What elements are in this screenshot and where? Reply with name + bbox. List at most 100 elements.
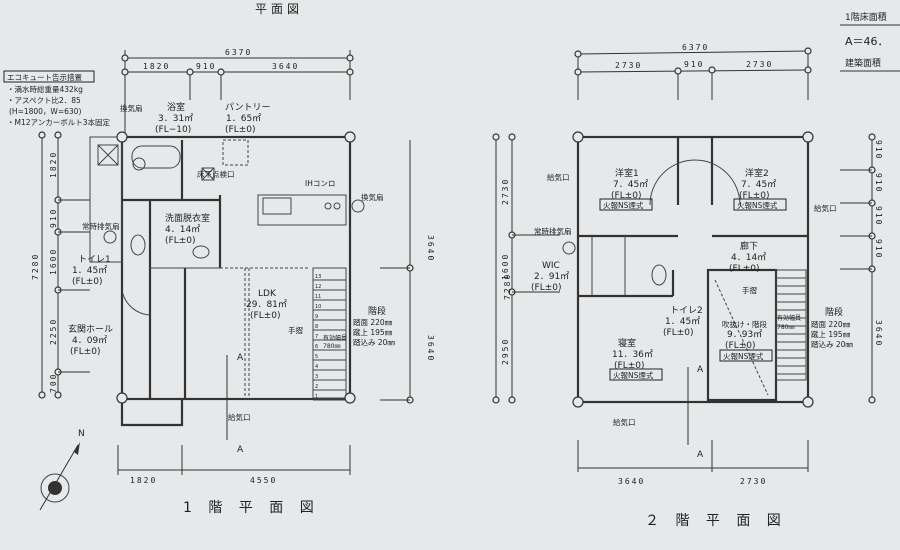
ecocute-note-line: ・アスペクト比2．85 [7,95,81,105]
stair-step-number: 1 [315,394,318,400]
dim-left-seg: 1600 [501,253,510,280]
stair-width-label: 有効幅員 [777,314,801,322]
svg-text:(FL±0): (FL±0) [72,277,102,287]
dim-left-seg: 2730 [501,178,510,205]
dim-left-seg: 2950 [501,338,510,365]
room-label: 浴室 3．31㎡ (FL−10) [155,101,193,135]
svg-text:浴室: 浴室 [167,101,185,113]
stair-step-number: 9 [315,314,318,320]
stair-step-number: 5 [315,354,318,360]
room-label: トイレ2 1．45㎡ (FL±0) [663,306,703,338]
stair-spec: 階段 踏面 220㎜ 蹴上 195㎜ 踏込み 20㎜ [811,306,853,349]
room-label: 吹抜け・階段 9．93㎡ (FL±0) 火報NS煙式 [719,319,773,362]
svg-text:寝室: 寝室 [618,337,636,349]
svg-text:トイレ1: トイレ1 [78,255,111,265]
svg-text:踏面 220㎜: 踏面 220㎜ [811,319,851,329]
dim-left-total: 7280 [31,253,40,280]
svg-text:玄関ホール: 玄関ホール [68,323,113,335]
stair-step-number: 10 [315,304,321,310]
north-compass-icon: N [39,429,85,511]
dim-top-seg: 3640 [272,62,299,71]
room-label: 洋室2 7．45㎡ (FL±0) 火報NS煙式 [733,167,787,211]
room-label: 洋室1 7．45㎡ (FL±0) 火報NS煙式 [599,167,653,211]
svg-text:洋室1: 洋室1 [615,167,639,179]
svg-text:(FL±0): (FL±0) [614,361,644,371]
ecocute-note-line: ・M12アンカーボルト3本固定 [7,117,110,127]
svg-text:トイレ2: トイレ2 [670,306,703,316]
svg-text:(FL±0): (FL±0) [663,328,693,338]
section-mark: A [697,450,704,460]
svg-text:階段: 階段 [368,305,386,317]
svg-text:4．14㎡: 4．14㎡ [731,252,766,263]
stair-step-number: 8 [315,324,318,330]
room-label: 玄関ホール 4．09㎡ (FL±0) [68,323,113,357]
compass-north-label: N [78,429,85,439]
dim-bottom: 2730 [740,477,767,486]
air-intake-label: 給気口 [228,412,251,422]
area-table: 1階床面積 A＝46． 建築面積 [840,11,900,72]
svg-text:LDK: LDK [258,289,277,299]
room-label: パントリー 1．65㎡ (FL±0) [225,102,270,135]
svg-text:(FL±0): (FL±0) [611,191,641,201]
svg-text:4．14㎡: 4．14㎡ [165,224,200,235]
constant-exhaust-label: 常時排気扇 [82,221,120,231]
ecocute-note-title: エコキュート告示措置 [7,72,82,82]
air-intake-label: 給気口 [814,203,837,213]
stair-step-number: 6 [315,344,318,350]
svg-text:階段: 階段 [825,306,843,318]
svg-text:7．45㎡: 7．45㎡ [613,179,648,190]
svg-text:踏込み 20㎜: 踏込み 20㎜ [353,337,395,347]
dim-left-seg: 1600 [49,248,58,275]
handrail-label: 手摺 [288,325,303,335]
svg-text:踏面 220㎜: 踏面 220㎜ [353,317,393,327]
dim-right: 3640 [426,235,435,262]
dim-top-seg: 2730 [746,60,773,69]
svg-text:29．81㎡: 29．81㎡ [246,299,287,310]
stair-step-number: 4 [315,364,318,370]
stair-spec: 階段 踏面 220㎜ 蹴上 195㎜ 踏込み 20㎜ [353,305,395,347]
dim-left-seg: 700 [49,373,58,393]
floor1-area-value: A＝46． [845,35,889,48]
dim-left-total: 7280 [503,273,512,300]
dim-right: 910 [874,206,883,226]
svg-text:廊下: 廊下 [740,240,758,252]
building-area-label: 建築面積 [845,57,881,69]
dim-right: 910 [874,239,883,259]
svg-text:11．36㎡: 11．36㎡ [612,349,653,360]
svg-text:(FL±0): (FL±0) [225,125,255,135]
dim-bottom: 3640 [618,477,645,486]
svg-text:(FL±0): (FL±0) [739,191,769,201]
stair-step-number: 13 [315,274,321,280]
svg-text:3．31㎡: 3．31㎡ [158,113,193,124]
svg-text:1．65㎡: 1．65㎡ [226,113,261,124]
dim-right: 910 [874,173,883,193]
air-intake-label: 給気口 [613,417,636,427]
svg-text:WIC: WIC [542,261,560,271]
svg-text:(FL±0): (FL±0) [165,236,195,246]
stair-width-label: 有効幅員 [323,334,347,342]
svg-text:(FL±0): (FL±0) [250,311,280,321]
air-intake-label: 給気口 [547,172,570,182]
dim-top-seg: 910 [684,60,704,69]
ecocute-note-line: (H=1800，W=630) [9,107,81,116]
room-label: LDK 29．81㎡ (FL±0) [246,289,287,321]
svg-text:1．45㎡: 1．45㎡ [72,265,107,276]
floor1-area-label: 1階床面積 [845,11,887,23]
smoke-detector-badge: 火報NS煙式 [603,200,644,210]
stair-step-number: 2 [315,384,318,390]
dim-top-seg: 2730 [615,61,642,70]
exhaust-fan-label: 換気扇 [361,192,384,202]
stair-step-number: 3 [315,374,318,380]
ih-stove-label: IHコンロ [305,179,335,188]
smoke-detector-badge: 火報NS煙式 [723,351,764,361]
underfloor-hatch-label: 床下点検口 [197,169,235,179]
svg-text:吹抜け・階段: 吹抜け・階段 [722,319,767,329]
stair-step-number: 11 [315,294,321,300]
svg-text:洗面脱衣室: 洗面脱衣室 [165,212,210,224]
floor2-plan: 6370 2730 910 2730 7280 2730 1600 2950 9… [492,43,883,529]
svg-text:(FL±0): (FL±0) [729,264,759,274]
svg-text:蹴上 195㎜: 蹴上 195㎜ [811,329,851,339]
dim-bottom: 4550 [250,476,277,485]
